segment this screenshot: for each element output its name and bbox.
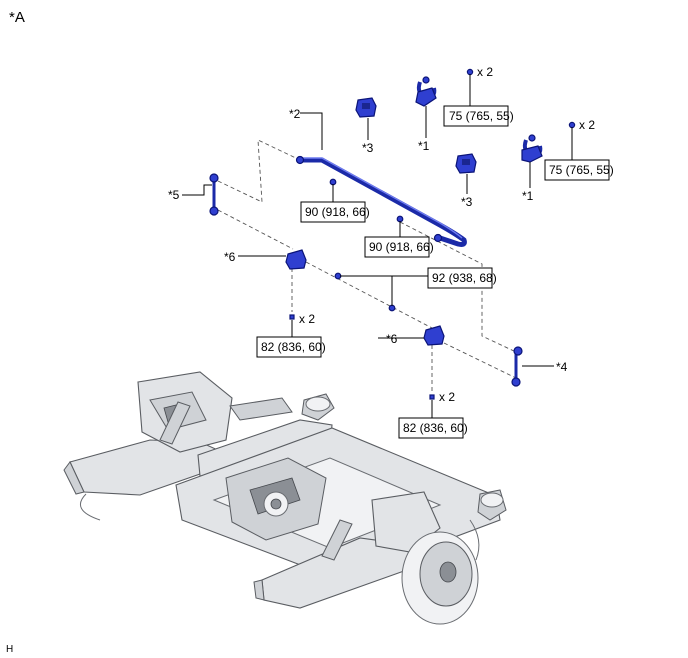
torque-box-90-upper: 90 (918, 66) bbox=[300, 201, 370, 223]
callout-bushing-bracket-left: *6 bbox=[224, 250, 236, 264]
bushing-bracket-left bbox=[285, 249, 307, 270]
callout-bushing-bracket-right: *6 bbox=[386, 332, 398, 346]
callout-bracket-right: *1 bbox=[522, 189, 534, 203]
installation-guide-lines bbox=[217, 106, 517, 393]
stabilizer-bushing-left bbox=[355, 97, 377, 118]
stabilizer-bracket-left bbox=[415, 76, 437, 107]
rear-suspension-member-illustration bbox=[63, 371, 507, 625]
stabilizer-link-left bbox=[209, 173, 219, 216]
callout-bushing-right: *3 bbox=[461, 195, 473, 209]
svg-text:75 (765, 55): 75 (765, 55) bbox=[549, 163, 614, 177]
torque-box-90-lower: 90 (918, 66) bbox=[364, 236, 434, 258]
svg-text:90 (918, 66): 90 (918, 66) bbox=[369, 240, 434, 254]
view-label: *A bbox=[9, 9, 25, 26]
svg-text:82 (836, 60): 82 (836, 60) bbox=[261, 340, 326, 354]
fasteners bbox=[289, 68, 576, 400]
torque-box-75-left: 75 (765, 55) bbox=[443, 105, 514, 127]
quantity-bracket-bolt-lower-right: x 2 bbox=[439, 390, 455, 404]
stabilizer-link-right bbox=[511, 346, 523, 387]
svg-text:92 (938, 68): 92 (938, 68) bbox=[432, 271, 497, 285]
quantity-bracket-bolt-lower-left: x 2 bbox=[299, 312, 315, 326]
callout-link-left: *5 bbox=[168, 188, 180, 202]
svg-text:90 (918, 66): 90 (918, 66) bbox=[305, 205, 370, 219]
torque-box-92: 92 (938, 68) bbox=[427, 267, 497, 289]
stabilizer-bushing-right bbox=[455, 153, 477, 174]
stabilizer-bar bbox=[295, 155, 467, 247]
quantity-bracket-bolt-left: x 2 bbox=[477, 65, 493, 79]
stabilizer-bracket-right bbox=[521, 134, 543, 163]
svg-text:75 (765, 55): 75 (765, 55) bbox=[449, 109, 514, 123]
bushing-bracket-right bbox=[423, 325, 445, 346]
callout-bushing-left: *3 bbox=[362, 141, 374, 155]
footer-label: H bbox=[6, 644, 13, 655]
callout-link-right: *4 bbox=[556, 360, 568, 374]
torque-box-82-left: 82 (836, 60) bbox=[256, 336, 326, 358]
quantity-bracket-bolt-right: x 2 bbox=[579, 118, 595, 132]
torque-box-82-right: 82 (836, 60) bbox=[398, 417, 468, 439]
leader-lines bbox=[182, 74, 573, 418]
svg-text:82 (836, 60): 82 (836, 60) bbox=[403, 421, 468, 435]
callout-bracket-left: *1 bbox=[418, 139, 430, 153]
torque-box-75-right: 75 (765, 55) bbox=[544, 159, 614, 181]
callout-stabilizer-bar: *2 bbox=[289, 107, 301, 121]
